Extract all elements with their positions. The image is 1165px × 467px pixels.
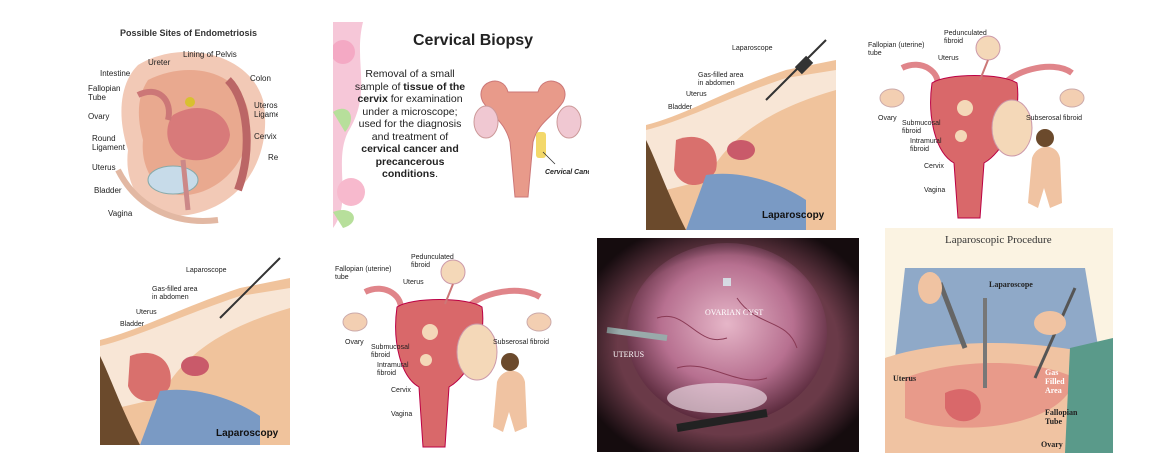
fibroid-uterus-drawing-top <box>879 35 1085 219</box>
label-cervix: Cervix <box>254 132 277 141</box>
fibroids-illustration-top: Pedunculated fibroid Fallopian (uterine)… <box>862 28 1092 223</box>
procedure-drawing <box>885 268 1113 453</box>
label-submucosal: Submucosal fibroid <box>902 120 941 135</box>
label-laparoscope: Laparoscope <box>989 280 1033 289</box>
label-ovary: Ovary <box>88 112 110 121</box>
cyst-endoscopic-view <box>597 238 859 452</box>
label-subserosal: Subserosal fibroid <box>1026 115 1083 122</box>
biopsy-background <box>333 22 582 228</box>
label-vagina: Vagina <box>391 411 413 418</box>
label-ureter: Ureter <box>148 58 171 67</box>
label-colon: Colon <box>250 74 271 83</box>
label-bladder: Bladder <box>94 186 122 195</box>
label-gas-area: Gas-filled area in abdomen <box>698 72 744 87</box>
label-gas-area: Gas Filled Area <box>1045 368 1065 395</box>
label-laparoscope: Laparoscope <box>732 45 773 52</box>
cervical-biopsy-card: Cervical Biopsy Removal of a small sampl… <box>333 22 589 228</box>
laparoscopy-caption: Laparoscopy <box>216 428 279 439</box>
laparoscopy-caption: Laparoscopy <box>762 210 825 221</box>
label-cervix: Cervix <box>924 163 944 170</box>
label-round-ligament: Round Ligament <box>92 134 125 152</box>
procedure-title: Laparoscopic Procedure <box>945 234 1052 246</box>
biopsy-description: Removal of a small sample of tissue of t… <box>354 68 466 180</box>
label-uterus: UTERUS <box>613 350 645 359</box>
endometriosis-illustration: Possible Sites of Endometriosis Lining o… <box>78 20 278 225</box>
label-gas-area: Gas-filled area in abdomen <box>152 286 198 301</box>
laparoscopy-drawing-bottom <box>100 257 290 445</box>
label-uterosacral: Uterosacral Ligament <box>254 101 278 119</box>
label-pedunculated: Pedunculated fibroid <box>411 254 454 269</box>
label-fallopian: Fallopian Tube <box>88 84 121 102</box>
label-bladder: Bladder <box>668 104 693 111</box>
label-uterus: Uterus <box>686 91 707 98</box>
fibroid-uterus-drawing-bottom <box>342 259 552 448</box>
laparoscopy-illustration-bottom: Laparoscope Gas-filled area in abdomen U… <box>100 250 290 445</box>
label-rectum: Rectum <box>268 153 278 162</box>
label-intramural: Intramural fibroid <box>910 138 942 153</box>
label-ovary: Ovary <box>345 339 364 346</box>
laparoscopy-illustration-top: Laparoscope Gas-filled area in abdomen U… <box>646 30 836 230</box>
label-ovarian-cyst: OVARIAN CYST <box>705 308 764 317</box>
label-fallopian: Fallopian (uterine) tube <box>335 266 392 281</box>
ovarian-cyst-photo: OVARIAN CYST UTERUS <box>597 238 859 452</box>
label-ovary: Ovary <box>878 115 897 122</box>
label-fallopian: Fallopian (uterine) tube <box>868 42 925 57</box>
label-subserosal: Subserosal fibroid <box>493 339 550 346</box>
label-laparoscope: Laparoscope <box>186 267 227 274</box>
label-lining: Lining of Pelvis <box>183 50 237 59</box>
label-uterus: Uterus <box>136 309 157 316</box>
label-intramural: Intramural fibroid <box>377 362 409 377</box>
label-intestine: Intestine <box>100 69 131 78</box>
label-cervix: Cervix <box>391 387 411 394</box>
label-bladder: Bladder <box>120 321 145 328</box>
label-uterus: Uterus <box>893 374 917 383</box>
laparoscopic-procedure-illustration: Laparoscopic Procedure Laparoscope Gas F… <box>885 228 1113 453</box>
label-fallopian-tube: Fallopian Tube <box>1045 408 1078 426</box>
biopsy-title: Cervical Biopsy <box>413 32 534 49</box>
label-uterus: Uterus <box>92 163 116 172</box>
label-uterus: Uterus <box>403 279 424 286</box>
pelvis-cross-section-drawing <box>115 51 266 224</box>
fibroids-illustration-bottom: Pedunculated fibroid Fallopian (uterine)… <box>325 252 560 452</box>
laparoscopy-drawing-top <box>646 39 836 230</box>
label-ovary: Ovary <box>1041 440 1063 449</box>
label-uterus: Uterus <box>938 55 959 62</box>
label-submucosal: Submucosal fibroid <box>371 344 410 359</box>
endometriosis-title: Possible Sites of Endometriosis <box>120 28 258 38</box>
label-cervical-cancer: Cervical Cancer <box>545 169 589 176</box>
label-pedunculated: Pedunculated fibroid <box>944 30 987 45</box>
label-vagina: Vagina <box>924 187 946 194</box>
label-vagina: Vagina <box>108 209 133 218</box>
